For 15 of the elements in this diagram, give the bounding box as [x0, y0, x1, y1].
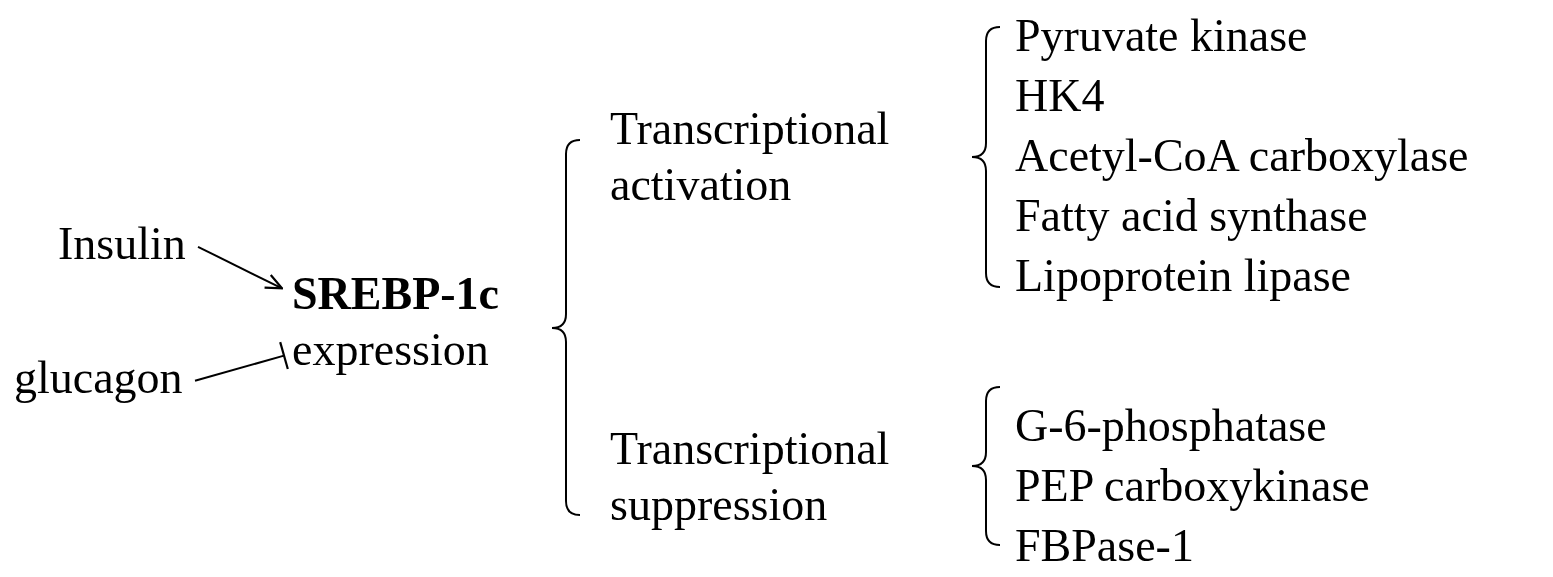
label-text: HK4 — [1015, 69, 1105, 123]
label-text: SREBP-1c — [292, 267, 499, 321]
label-text: Fatty acid synthase — [1015, 189, 1368, 243]
label-text: Transcriptional suppression — [610, 422, 891, 532]
label-text: Acetyl-CoA carboxylase — [1015, 129, 1469, 183]
label-text: Transcriptional activation — [610, 102, 891, 212]
label-text: Lipoprotein lipase — [1015, 249, 1351, 303]
label-text: Pyruvate kinase — [1015, 9, 1308, 63]
label-text: expression — [292, 323, 490, 377]
label-text: glucagon — [14, 351, 183, 405]
label-text: Insulin — [58, 217, 186, 271]
label-text: PEP carboxykinase — [1015, 459, 1370, 513]
label-text: FBPase-1 — [1015, 519, 1194, 573]
label-text: G-6-phosphatase — [1015, 399, 1327, 453]
arrow — [197, 245, 284, 290]
